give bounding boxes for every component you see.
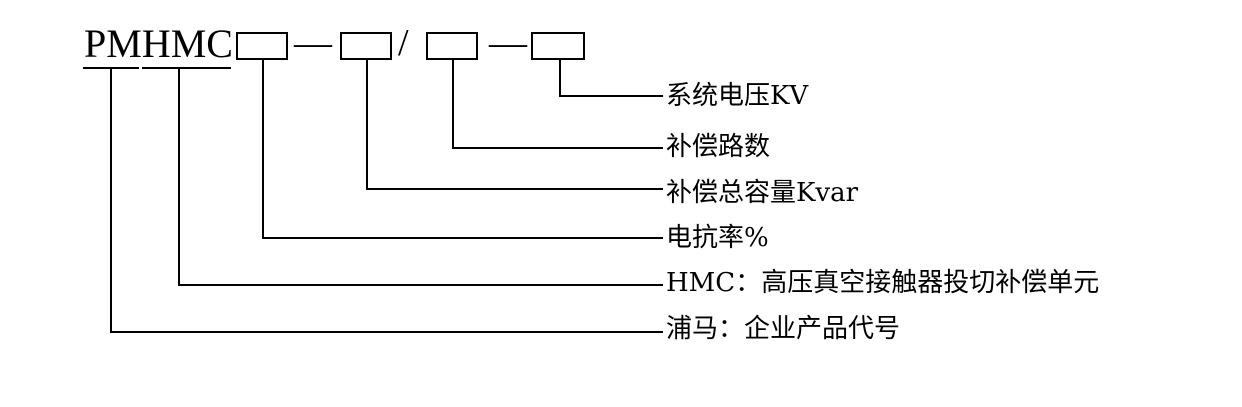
leader-line-reactance	[262, 58, 663, 239]
leader-line-pm	[110, 67, 663, 333]
leader-line-hmc	[178, 67, 663, 286]
code-box-reactance	[236, 32, 288, 60]
label-total-capacity: 补偿总容量Kvar	[666, 178, 859, 208]
separator-dash-2: —	[489, 22, 527, 64]
code-box-capacity	[340, 32, 392, 60]
leader-line-voltage	[559, 58, 663, 97]
label-hmc-unit: HMC：高压真空接触器投切补偿单元	[666, 268, 1100, 298]
model-prefix-text: PMHMC	[84, 21, 233, 66]
label-reactance-rate: 电抗率%	[666, 223, 769, 253]
separator-slash: /	[398, 22, 409, 64]
leader-line-capacity	[366, 58, 663, 190]
label-enterprise-code: 浦马：企业产品代号	[666, 314, 901, 344]
label-system-voltage: 系统电压KV	[666, 81, 809, 111]
separator-dash-1: —	[294, 22, 332, 64]
code-box-voltage	[531, 32, 585, 60]
code-box-circuits	[426, 32, 478, 60]
label-compensation-circuits: 补偿路数	[666, 132, 771, 162]
leader-line-circuits	[452, 58, 663, 149]
